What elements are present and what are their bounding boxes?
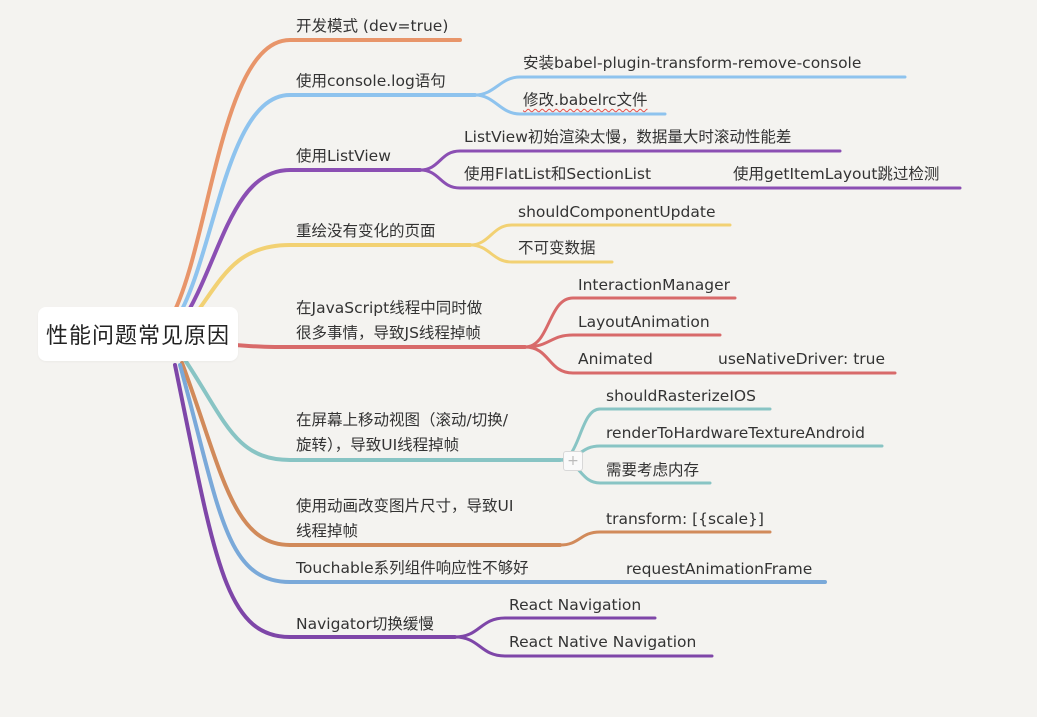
subtopic-react-native-navigation[interactable]: React Native Navigation bbox=[509, 633, 697, 651]
root-topic[interactable]: 性能问题常见原因 bbox=[38, 307, 238, 361]
connector-anim bbox=[180, 361, 562, 547]
subtopic-layout-animation[interactable]: LayoutAnimation bbox=[578, 313, 710, 331]
topic-navigator[interactable]: Navigator切换缓慢 bbox=[296, 615, 434, 633]
subtopic-immutable-data[interactable]: 不可变数据 bbox=[518, 239, 596, 257]
subtopic-getitemlayout[interactable]: 使用getItemLayout跳过检测 bbox=[733, 165, 940, 183]
connector-jsthread-child-3 bbox=[523, 345, 897, 375]
subtopic-should-component-update[interactable]: shouldComponentUpdate bbox=[518, 203, 716, 221]
connector-dev bbox=[168, 38, 462, 322]
topic-listview[interactable]: 使用ListView bbox=[296, 147, 391, 165]
connector-redraw-child-2 bbox=[468, 243, 614, 264]
topic-js-thread-line-1[interactable]: 在JavaScript线程中同时做 bbox=[296, 299, 483, 317]
topic-dev-mode[interactable]: 开发模式 (dev=true) bbox=[296, 17, 449, 35]
connector-listview-child-2 bbox=[418, 168, 962, 190]
connector-jsthread-child-2 bbox=[523, 333, 722, 349]
connector-navigator bbox=[173, 363, 457, 639]
subtopic-should-rasterize-ios[interactable]: shouldRasterizeIOS bbox=[606, 387, 756, 405]
subtopic-flatlist[interactable]: 使用FlatList和SectionList bbox=[464, 165, 652, 183]
subtopic-use-native-driver[interactable]: useNativeDriver: true bbox=[718, 350, 886, 368]
connector-uithread-child-2 bbox=[558, 444, 884, 462]
connector-anim-child-1 bbox=[558, 530, 772, 547]
subtopic-edit-babelrc[interactable]: 修改.babelrc文件 bbox=[523, 90, 648, 110]
topic-console-log[interactable]: 使用console.log语句 bbox=[296, 72, 446, 90]
topic-ui-thread-line-2[interactable]: 旋转），导致UI线程掉帧 bbox=[296, 436, 460, 454]
topic-anim-image-size-line-2[interactable]: 线程掉帧 bbox=[296, 522, 359, 540]
subtopic-request-animation-frame[interactable]: requestAnimationFrame bbox=[626, 560, 813, 578]
subtopic-animated[interactable]: Animated bbox=[578, 350, 653, 368]
connector-redraw-child-1 bbox=[468, 223, 732, 247]
subtopic-edit-babelrc-label: 修改.babelrc文件 bbox=[523, 91, 648, 109]
connector-uithread bbox=[183, 358, 562, 462]
topic-anim-image-size-line-1[interactable]: 使用动画改变图片尺寸，导致UI bbox=[296, 497, 514, 515]
subtopic-install-babel-plugin[interactable]: 安装babel-plugin-transform-remove-console bbox=[523, 54, 862, 72]
subtopic-render-to-hardware-texture[interactable]: renderToHardwareTextureAndroid bbox=[606, 424, 865, 442]
subtopic-react-navigation[interactable]: React Navigation bbox=[509, 596, 642, 614]
connector-jsthread bbox=[233, 343, 527, 349]
topic-redraw[interactable]: 重绘没有变化的页面 bbox=[296, 222, 436, 240]
connector-jsthread-child-1 bbox=[523, 296, 737, 349]
connector-console bbox=[173, 93, 477, 324]
subtopic-consider-memory[interactable]: 需要考虑内存 bbox=[606, 461, 700, 479]
collapse-toggle-icon[interactable]: + bbox=[563, 451, 583, 471]
connector-navigator-child-2 bbox=[453, 635, 714, 658]
subtopic-listview-slow[interactable]: ListView初始渲染太慢，数据量大时滚动性能差 bbox=[464, 128, 792, 146]
topic-js-thread-line-2[interactable]: 很多事情，导致JS线程掉帧 bbox=[296, 324, 481, 342]
subtopic-interaction-manager[interactable]: InteractionManager bbox=[578, 276, 731, 294]
connector-listview bbox=[178, 168, 422, 327]
subtopic-transform-scale[interactable]: transform: [{scale}] bbox=[606, 510, 764, 528]
connector-console-child-2 bbox=[473, 93, 667, 116]
topic-ui-thread-line-1[interactable]: 在屏幕上移动视图（滚动/切换/ bbox=[296, 411, 508, 429]
connector-touchable bbox=[178, 363, 827, 584]
topic-touchable[interactable]: Touchable系列组件响应性不够好 bbox=[296, 559, 529, 577]
